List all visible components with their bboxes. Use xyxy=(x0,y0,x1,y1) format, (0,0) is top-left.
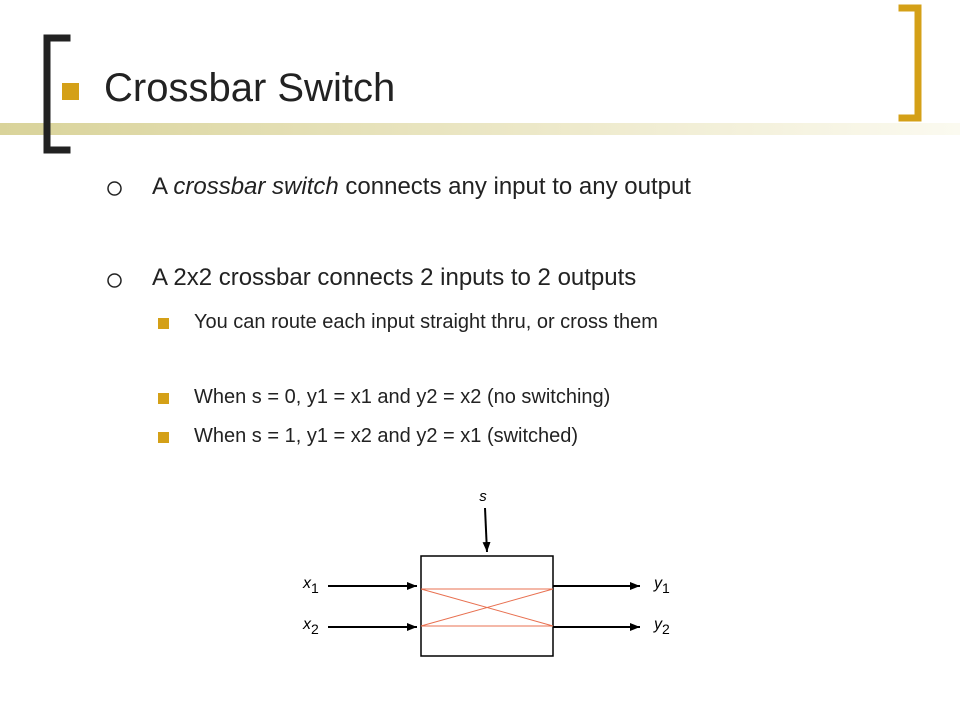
sub-bullet-square xyxy=(158,393,169,404)
bullet-1-italic-term: crossbar switch xyxy=(173,173,339,200)
output-label-y2: y2 xyxy=(653,616,670,637)
title-underline-bar xyxy=(0,123,960,135)
bullet-1-text-before: A xyxy=(152,173,174,200)
bullet-2-text: A 2x2 crossbar connects 2 inputs to 2 ou… xyxy=(152,264,637,291)
hollow-bullet-icon xyxy=(107,273,122,288)
title-bullet xyxy=(62,83,79,100)
slide-title: Crossbar Switch xyxy=(104,66,396,110)
bullet-1-text-after: connects any input to any output xyxy=(338,173,691,200)
select-label: s xyxy=(479,488,487,505)
sub-bullet-square xyxy=(158,318,169,329)
sub-bullet-2-text: When s = 0, y1 = x1 and y2 = x2 (no swit… xyxy=(194,386,611,408)
input-label-x2: x2 xyxy=(302,616,319,637)
sub-bullet-1-text: You can route each input straight thru, … xyxy=(194,311,658,333)
sub-bullet-3-text: When s = 1, y1 = x2 and y2 = x1 (switche… xyxy=(194,425,579,447)
crossbar-box xyxy=(420,555,554,657)
select-arrow xyxy=(482,507,491,553)
input-label-x1: x1 xyxy=(302,575,319,596)
sub-bullet-square xyxy=(158,432,169,443)
left-bracket xyxy=(43,34,71,154)
hollow-bullet-icon xyxy=(107,181,122,196)
output-label-y1: y1 xyxy=(653,575,670,596)
bullet-1-text: A crossbar switch connects any input to … xyxy=(152,172,691,202)
crossbar-line-cross-up xyxy=(420,588,554,627)
right-bracket xyxy=(898,4,922,122)
